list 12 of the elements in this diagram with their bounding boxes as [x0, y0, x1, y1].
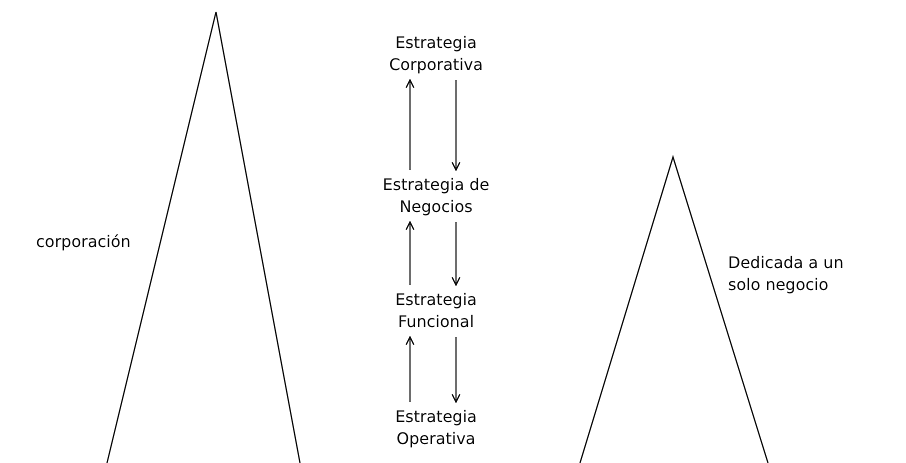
side-label: Dedicada a un solo negocio	[728, 252, 845, 296]
arrow	[452, 80, 460, 171]
side-label: corporación	[36, 231, 132, 253]
arrow	[406, 221, 414, 285]
arrow	[406, 79, 414, 170]
strategy-level-label: Estrategia Funcional	[394, 289, 478, 333]
arrow	[452, 222, 460, 286]
arrow	[452, 337, 460, 403]
strategy-level-label: Estrategia Operativa	[394, 406, 478, 450]
arrow	[406, 336, 414, 402]
strategy-level-label: Estrategia de Negocios	[382, 174, 490, 218]
strategy-level-label: Estrategia Corporativa	[388, 32, 484, 76]
